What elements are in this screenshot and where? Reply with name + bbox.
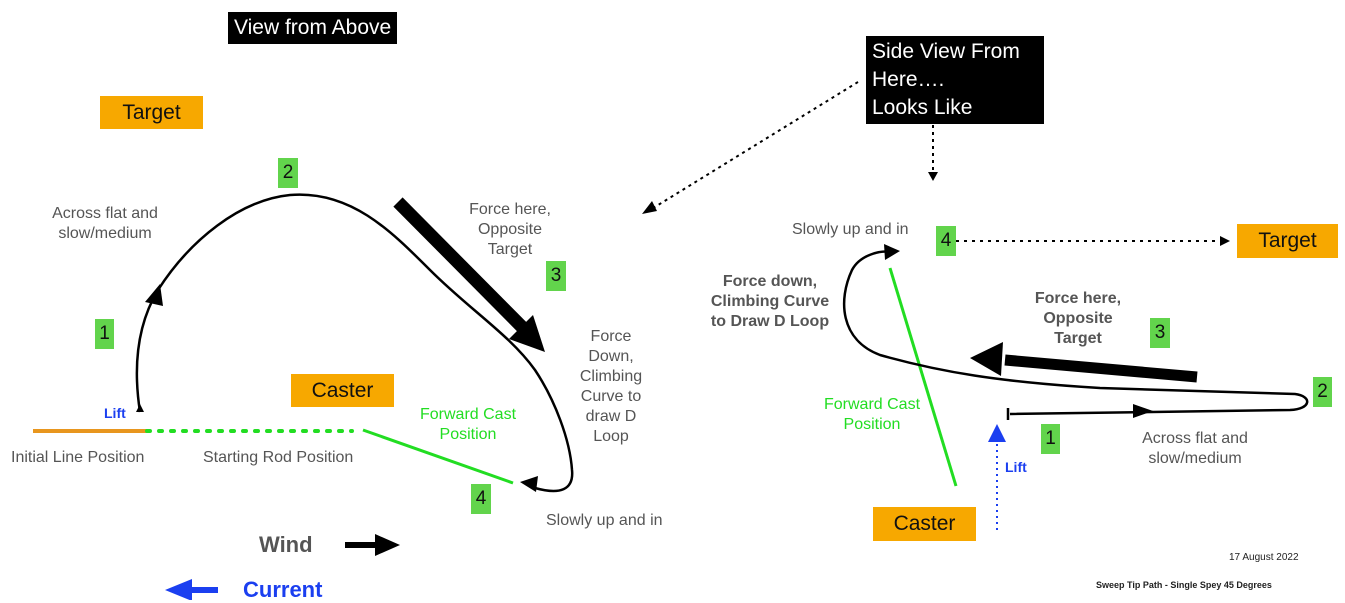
top-slowly-up-label: Slowly up and in: [546, 512, 663, 529]
forward-cast-line: [362, 428, 514, 485]
top-lift-label: Lift: [104, 405, 126, 421]
side-across-flat-label: Across flat and slow/medium: [1142, 430, 1248, 467]
force-arrow-head: [509, 315, 545, 352]
side-step1-arrowhead: [1133, 404, 1153, 418]
side-step-4: 4: [936, 226, 956, 256]
pointer-dotted-line: [649, 81, 859, 211]
side-target-label: Target: [1237, 224, 1338, 258]
top-forward-cast-label: Forward Cast Position: [419, 406, 517, 443]
side-step-2: 2: [1313, 377, 1332, 407]
current-arrow-head: [165, 579, 192, 600]
starting-rod-label: Starting Rod Position: [203, 449, 354, 466]
top-force-here-label: Force here, Opposite Target: [469, 201, 551, 258]
lift-tick-mark: [136, 404, 144, 412]
side-forward-cast-label: Forward Cast Position: [823, 396, 921, 433]
side-title-arrowhead: [928, 172, 938, 181]
top-view-title: View from Above: [228, 12, 398, 44]
side-force-arrow-shaft: [1004, 354, 1198, 383]
side-caster-label: Caster: [873, 507, 976, 541]
side-sweep-path: [842, 250, 1309, 416]
side-step-1: 1: [1041, 424, 1060, 454]
top-step-4: 4: [471, 484, 491, 514]
side-force-here-label: Force here, Opposite Target: [1034, 290, 1122, 347]
side-force-arrow-head: [970, 342, 1003, 376]
side-step4-arrowhead: [884, 244, 900, 260]
step4-arrowhead: [520, 476, 538, 492]
side-slowly-up-label: Slowly up and in: [792, 221, 909, 238]
caption-label: Sweep Tip Path - Single Spey 45 Degrees: [1096, 580, 1272, 590]
side-step-3: 3: [1150, 318, 1170, 348]
top-target-label: Target: [100, 96, 203, 129]
top-step-2: 2: [278, 158, 298, 188]
side-view-title: Side View From Here…. Looks Like: [866, 36, 1044, 124]
top-step-1: 1: [95, 319, 114, 349]
wind-arrow-head: [375, 534, 400, 556]
top-caster-label: Caster: [291, 374, 394, 407]
side-lift-arrowhead: [988, 424, 1006, 442]
force-arrow-shaft: [393, 197, 527, 332]
wind-label: Wind: [259, 532, 313, 557]
side-target-arrowhead: [1220, 236, 1230, 246]
step1-arrowhead: [145, 284, 163, 306]
date-label: 17 August 2022: [1229, 552, 1299, 563]
initial-line-label: Initial Line Position: [11, 449, 145, 466]
top-step-3: 3: [546, 261, 566, 291]
current-label: Current: [243, 577, 323, 602]
pointer-arrowhead: [642, 201, 657, 214]
side-force-down-label: Force down, Climbing Curve to Draw D Loo…: [710, 273, 830, 330]
side-forward-cast-line: [888, 267, 958, 487]
top-force-down-label: Force Down, Climbing Curve to draw D Loo…: [579, 328, 643, 445]
top-across-flat-label: Across flat and slow/medium: [52, 205, 158, 242]
side-lift-label: Lift: [1005, 459, 1027, 475]
